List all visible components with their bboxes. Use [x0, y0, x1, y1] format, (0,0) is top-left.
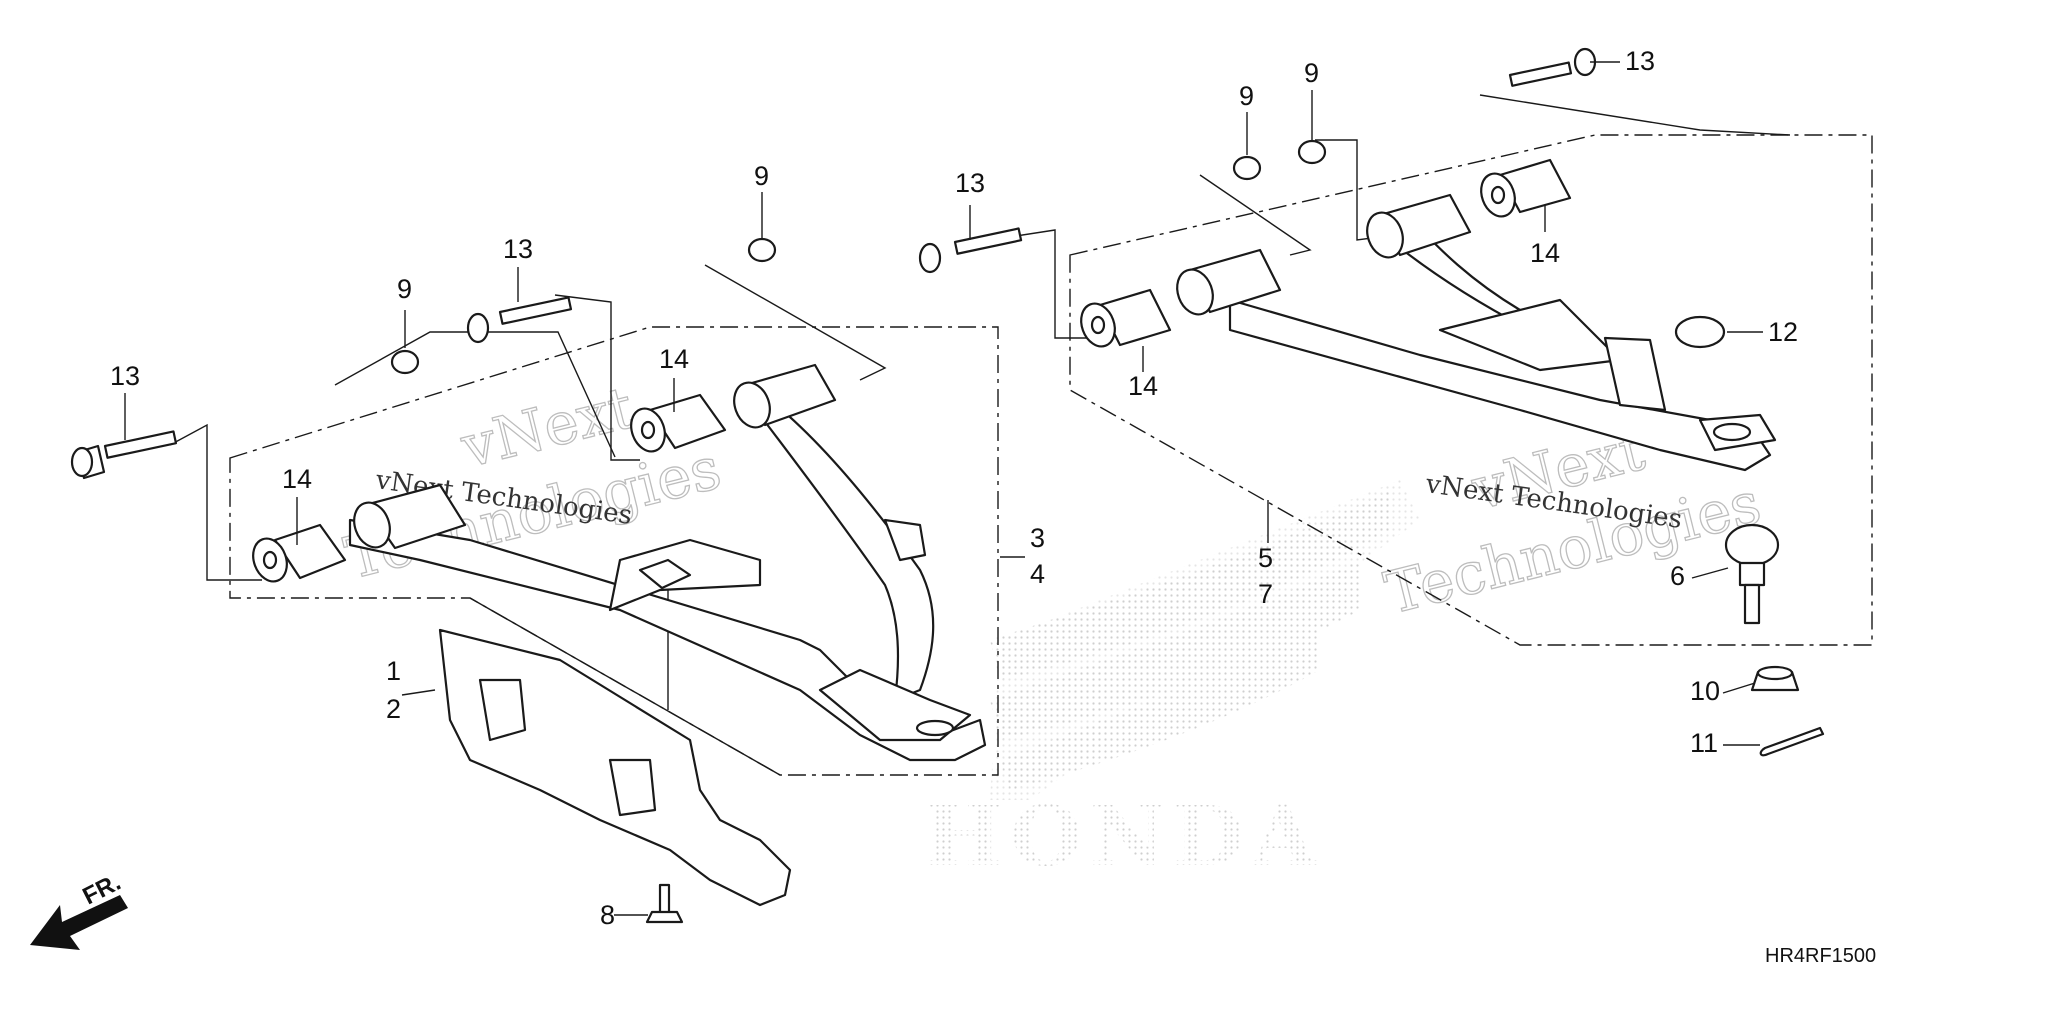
- bolt-8: [645, 883, 684, 924]
- bushing-right-front-sleeve: [1176, 248, 1282, 316]
- nut-9-left: [390, 349, 420, 375]
- callout-14-left-front: 14: [282, 464, 312, 494]
- circlip-12: [1674, 315, 1726, 349]
- bushing-right-rear: [1480, 158, 1572, 218]
- callout-13-right-top: 13: [1625, 46, 1655, 76]
- callout-11: 11: [1690, 728, 1718, 758]
- bushing-right-front: [1080, 288, 1172, 348]
- leader-lines: [169, 94, 1791, 776]
- bushing-left-front-sleeve: [353, 483, 467, 550]
- callout-9-left: 9: [397, 274, 412, 304]
- callout-2: 2: [386, 694, 401, 724]
- callout-leaders: [124, 61, 1763, 916]
- callout-14-right-front: 14: [1128, 371, 1158, 401]
- callout-9-center: 9: [754, 161, 769, 191]
- bolt-13-right-top: [1508, 47, 1597, 87]
- castle-nut-10: [1750, 665, 1800, 692]
- bushing-left-rear-sleeve: [733, 363, 837, 429]
- callout-13-left-bottom: 13: [110, 361, 140, 391]
- nut-9-right-b: [1297, 139, 1327, 165]
- nut-9-right-a: [1232, 155, 1262, 181]
- callout-1: 1: [386, 656, 401, 686]
- bushing-left-front: [252, 523, 347, 583]
- upper-arm-right: [1228, 216, 1777, 472]
- bolt-13-left-top: [466, 296, 573, 344]
- callout-5: 5: [1258, 543, 1273, 573]
- callout-12: 12: [1768, 317, 1798, 347]
- callout-14-left-rear: 14: [659, 344, 689, 374]
- skid-plate: [438, 628, 792, 907]
- callout-10: 10: [1690, 676, 1720, 706]
- honda-wordmark: HONDA: [925, 789, 1324, 885]
- left-arm-assembly-box: [229, 326, 999, 776]
- bolt-13-right-mid: [918, 227, 1023, 274]
- nut-9-center: [747, 237, 777, 263]
- honda-wing-logo: HONDA: [925, 480, 1420, 885]
- callout-8: 8: [600, 900, 615, 930]
- bushing-right-rear-sleeve: [1366, 193, 1472, 259]
- front-direction-arrow: FR.: [30, 869, 128, 950]
- callout-3: 3: [1030, 523, 1045, 553]
- bolt-13-left-bottom: [70, 430, 178, 480]
- callout-9-right-b: 9: [1304, 58, 1319, 88]
- cotter-pin-11: [1759, 726, 1825, 757]
- callout-7: 7: [1258, 579, 1273, 609]
- callout-13-left-top: 13: [503, 234, 533, 264]
- bushing-left-rear: [630, 393, 727, 453]
- ball-joint-6: [1724, 523, 1780, 625]
- callout-6: 6: [1670, 561, 1685, 591]
- callout-14-right-rear: 14: [1530, 238, 1560, 268]
- callout-13-right-mid: 13: [955, 168, 985, 198]
- diagram-code: HR4RF1500: [1765, 945, 1876, 967]
- center-clip-nut: [638, 558, 692, 590]
- callout-4: 4: [1030, 559, 1045, 589]
- callout-9-right-a: 9: [1239, 81, 1254, 111]
